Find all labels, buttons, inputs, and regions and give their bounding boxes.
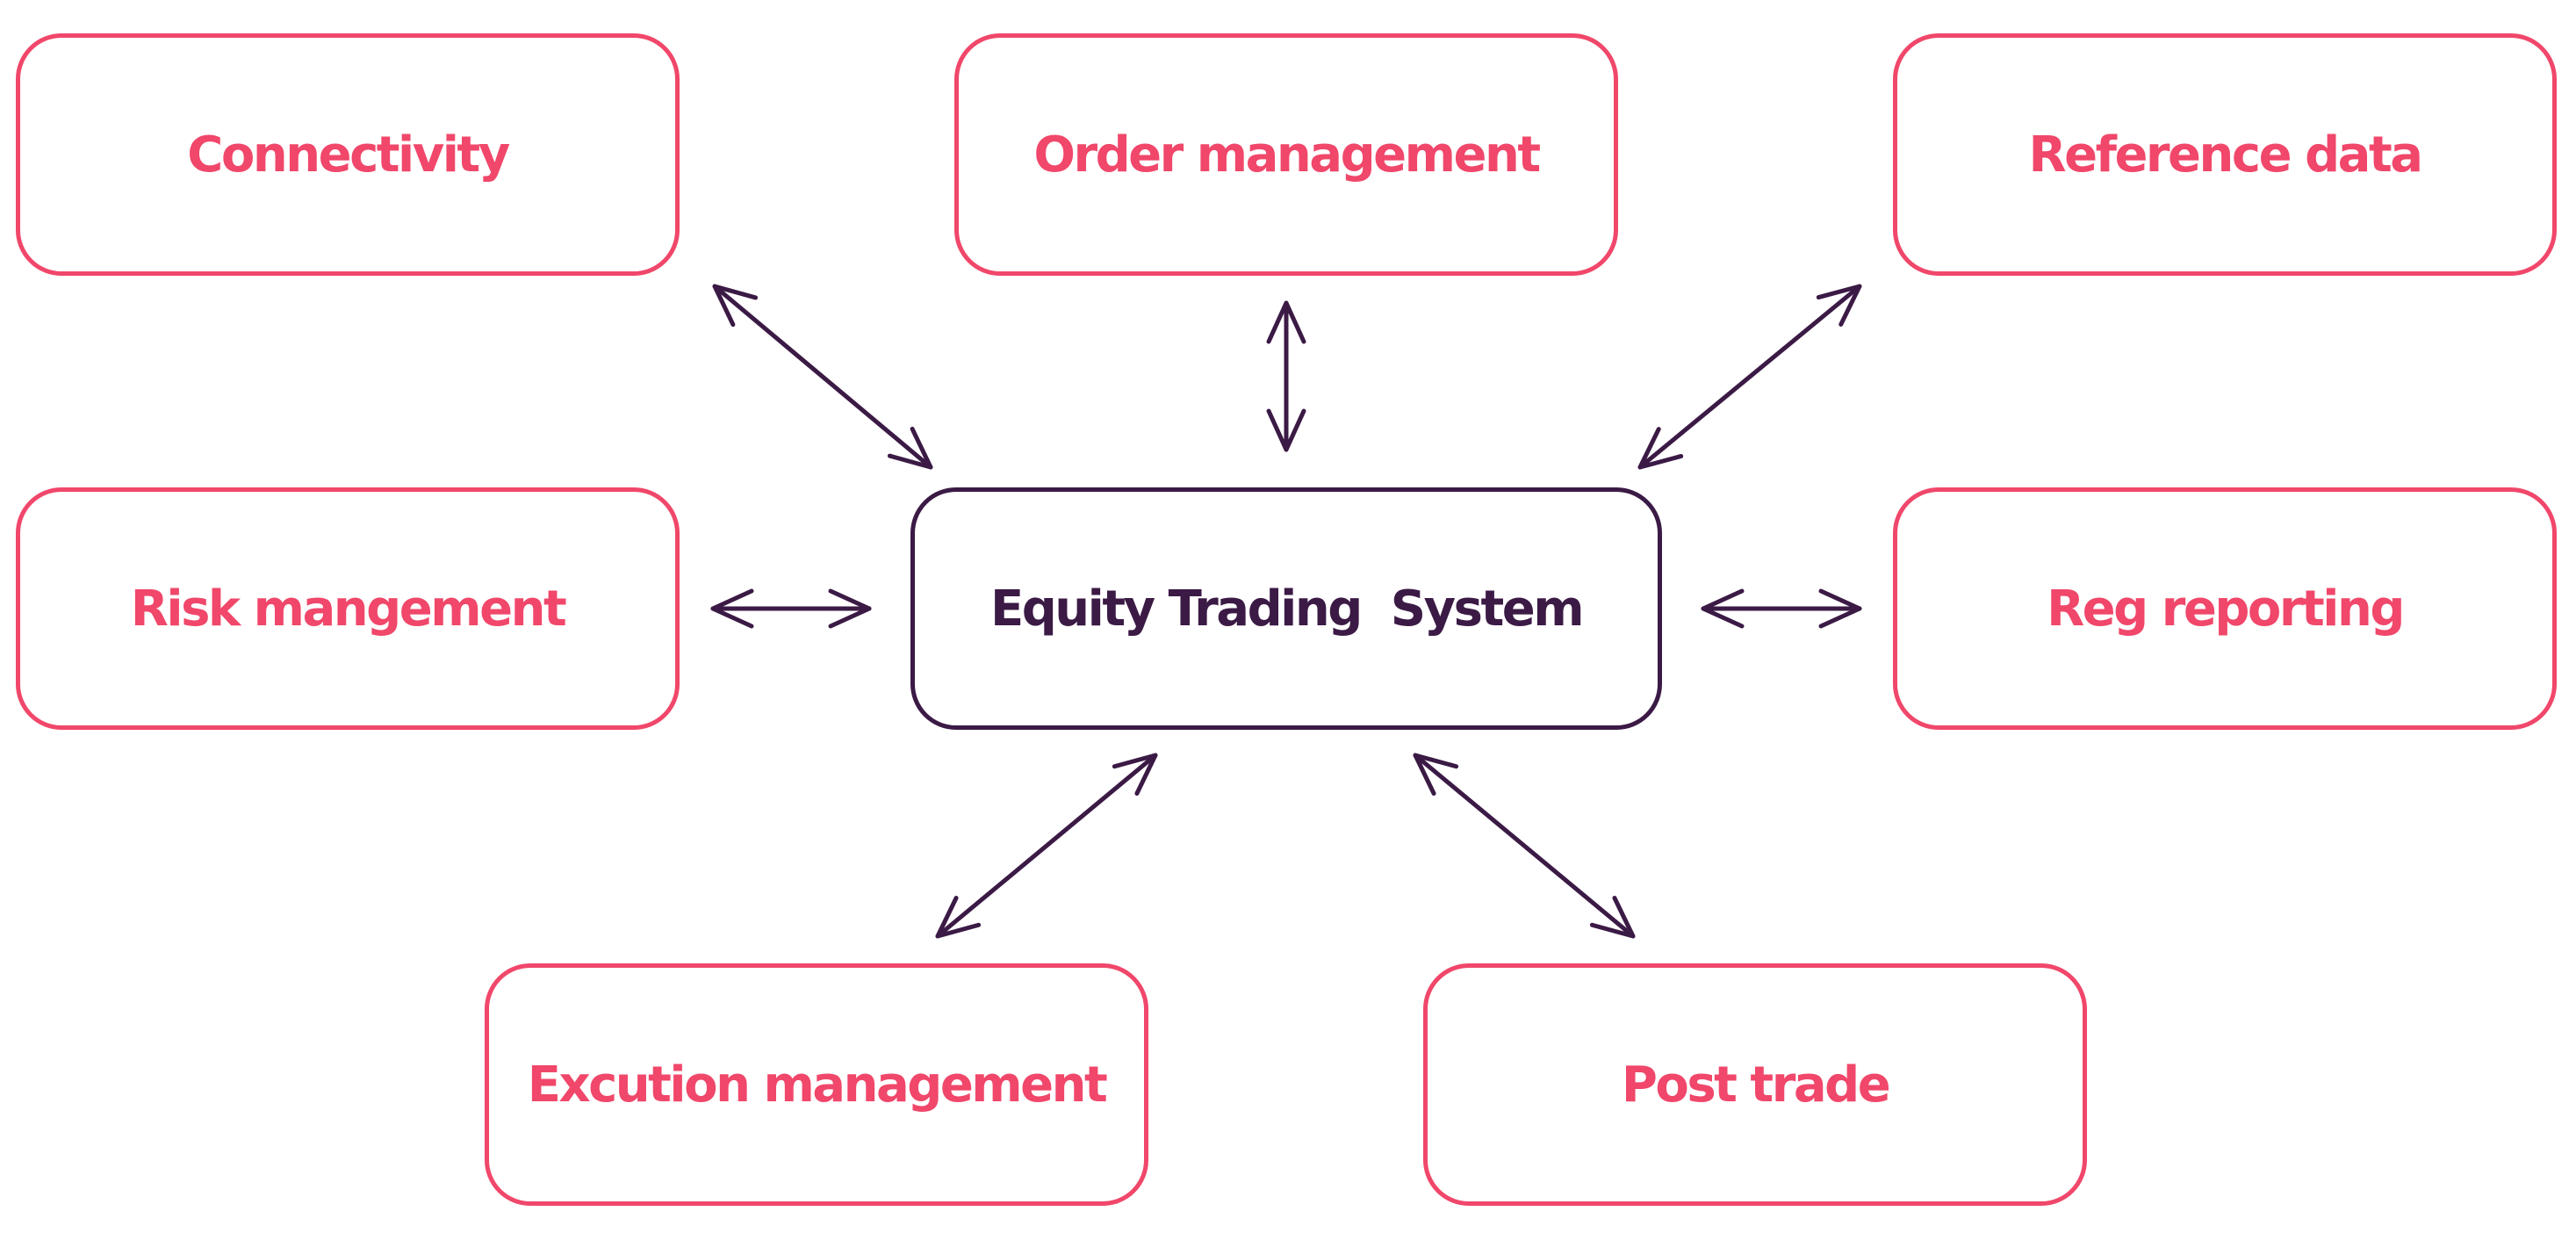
arrowhead: [828, 588, 872, 629]
arrow-shaft: [1413, 753, 1636, 939]
arrow-connectivity: [712, 284, 933, 470]
arrowhead: [1816, 284, 1862, 327]
arrow-reg-reporting: [1701, 588, 1862, 629]
arrowhead: [1818, 588, 1862, 629]
node-risk-management: Risk mangement: [16, 487, 680, 730]
node-post-trade-label: Post trade: [1621, 1056, 1891, 1114]
arrowhead: [1637, 427, 1684, 470]
arrowhead: [935, 896, 982, 939]
arrowhead: [712, 284, 759, 328]
arrowhead: [710, 588, 754, 629]
node-execution-management-label: Excution management: [527, 1056, 1108, 1114]
node-equity-trading-system: Equity Trading System: [910, 487, 1662, 730]
node-connectivity: Connectivity: [16, 33, 680, 276]
arrowhead: [1701, 588, 1745, 629]
node-reference-data-label: Reference data: [2028, 126, 2423, 184]
arrow-reference-data: [1637, 284, 1862, 470]
arrow-shaft: [935, 753, 1158, 939]
node-reg-reporting-label: Reg reporting: [2047, 580, 2405, 638]
arrow-risk-management: [710, 588, 872, 629]
node-reference-data: Reference data: [1893, 33, 2557, 276]
arrowhead: [1589, 896, 1636, 939]
arrowhead: [887, 426, 933, 470]
node-risk-management-label: Risk mangement: [130, 580, 567, 638]
node-order-management-label: Order management: [1033, 126, 1541, 184]
arrow-order-management: [1266, 300, 1306, 452]
node-execution-management: Excution management: [485, 963, 1148, 1206]
node-connectivity-label: Connectivity: [187, 126, 510, 184]
arrow-shaft: [712, 284, 933, 470]
node-equity-trading-system-label: Equity Trading System: [989, 580, 1585, 638]
arrowhead: [1266, 300, 1306, 344]
node-reg-reporting: Reg reporting: [1893, 487, 2557, 730]
node-post-trade: Post trade: [1423, 963, 2087, 1206]
arrow-post-trade: [1413, 753, 1636, 939]
arrowhead: [1413, 753, 1459, 796]
arrowhead: [1112, 753, 1158, 796]
arrow-execution-management: [935, 753, 1158, 939]
arrow-shaft: [1637, 284, 1862, 470]
node-order-management: Order management: [954, 33, 1618, 276]
arrowhead: [1266, 408, 1306, 452]
